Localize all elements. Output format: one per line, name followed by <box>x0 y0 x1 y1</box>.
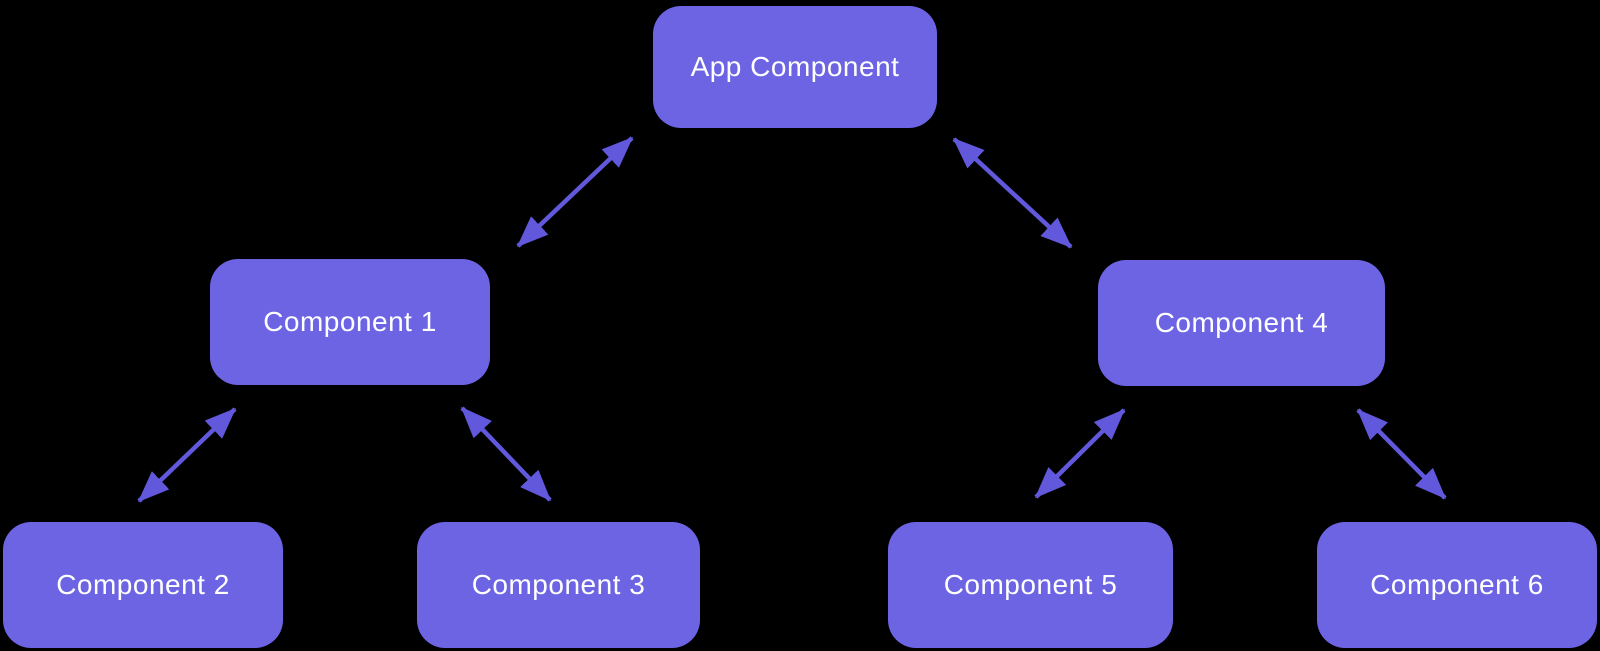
node-component-6: Component 6 <box>1317 522 1597 648</box>
node-label: Component 4 <box>1154 307 1329 338</box>
node-component-4: Component 4 <box>1098 260 1385 386</box>
edge-component-4-to-component-5 <box>1034 408 1126 499</box>
node-component-1: Component 1 <box>210 259 490 385</box>
node-label: Component 3 <box>471 569 646 600</box>
node-component-5: Component 5 <box>888 522 1173 648</box>
node-label: Component 2 <box>56 569 230 600</box>
node-app-component: App Component <box>653 6 937 128</box>
node-label: Component 1 <box>263 306 437 337</box>
edge-component-1-to-component-2 <box>137 407 237 503</box>
node-label: Component 6 <box>1370 569 1544 600</box>
node-component-3: Component 3 <box>417 522 700 648</box>
edge-app-to-component-4 <box>952 137 1073 249</box>
node-label: Component 5 <box>943 569 1118 600</box>
edge-component-4-to-component-6 <box>1356 408 1447 500</box>
edge-component-1-to-component-3 <box>460 406 552 502</box>
edge-app-to-component-1 <box>516 136 634 248</box>
node-component-2: Component 2 <box>3 522 283 648</box>
node-label: App Component <box>690 51 900 82</box>
